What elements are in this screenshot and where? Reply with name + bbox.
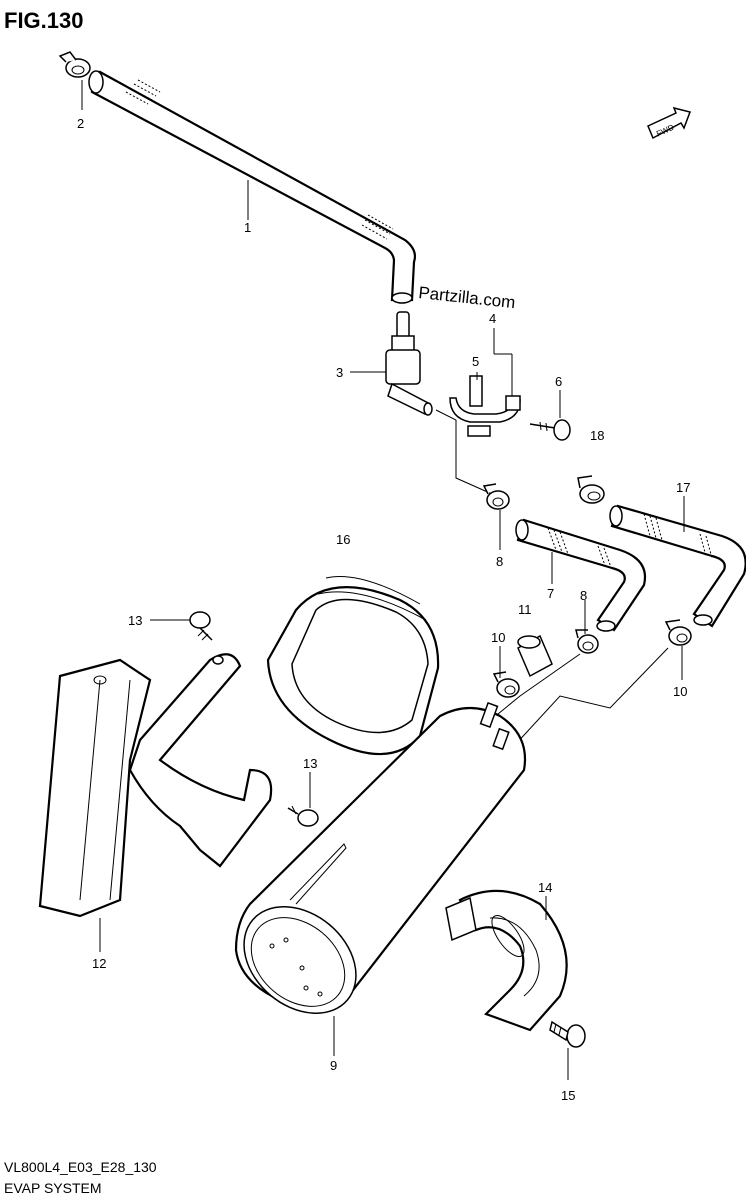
callout-15: 15 [561,1088,575,1103]
callout-13-lower: 13 [303,756,317,771]
section-name: EVAP SYSTEM [4,1180,102,1196]
callout-5: 5 [472,354,479,369]
callout-8-lower: 8 [580,588,587,603]
part-4-bracket[interactable] [449,375,521,437]
routing-line-1 [435,409,493,495]
part-13-bolt-upper[interactable] [189,611,213,641]
callout-4: 4 [489,311,496,326]
callout-18: 18 [590,428,604,443]
callout-9: 9 [330,1058,337,1073]
part-10-clamp-right[interactable] [664,619,692,646]
part-17-clamp[interactable] [577,475,605,504]
forward-arrow-icon: FWD [647,106,691,140]
part-17-hose[interactable] [609,504,746,628]
callout-14: 14 [538,880,552,895]
part-13-bolt-lower[interactable] [287,805,319,827]
callout-16: 16 [336,532,350,547]
part-6-bolt[interactable] [529,419,571,441]
part-2-clamp[interactable] [58,51,91,78]
callout-1: 1 [244,220,251,235]
callout-10-left: 10 [491,630,505,645]
routing-line-3 [513,647,669,747]
callout-8-upper: 8 [496,554,503,569]
part-15-bolt[interactable] [549,1020,586,1048]
routing-line-2 [497,653,581,715]
part-1-hose[interactable] [88,70,417,304]
callout-17: 17 [676,480,690,495]
callout-2: 2 [77,116,84,131]
part-14-band[interactable] [445,889,568,1032]
callout-11: 11 [518,602,532,617]
callout-12: 12 [92,956,106,971]
part-9-canister[interactable] [223,701,526,1035]
part-8-clamp-lower[interactable] [575,629,599,654]
watermark: Partzilla.com [418,283,517,312]
callout-3: 3 [336,365,343,380]
part-11-tube[interactable] [517,634,553,678]
callout-10-right: 10 [673,684,687,699]
part-12-bracket[interactable] [38,653,273,918]
callout-6: 6 [555,374,562,389]
part-3-valve[interactable] [385,311,433,416]
part-16-cover[interactable] [266,575,440,756]
figure-title: FIG.130 [4,8,83,33]
diagram-code: VL800L4_E03_E28_130 [4,1159,157,1175]
callout-7: 7 [547,586,554,601]
part-10-clamp-left[interactable] [492,671,520,698]
callout-13-upper: 13 [128,613,142,628]
part-8-clamp-upper[interactable] [482,483,510,510]
part-7-hose[interactable] [515,518,647,632]
